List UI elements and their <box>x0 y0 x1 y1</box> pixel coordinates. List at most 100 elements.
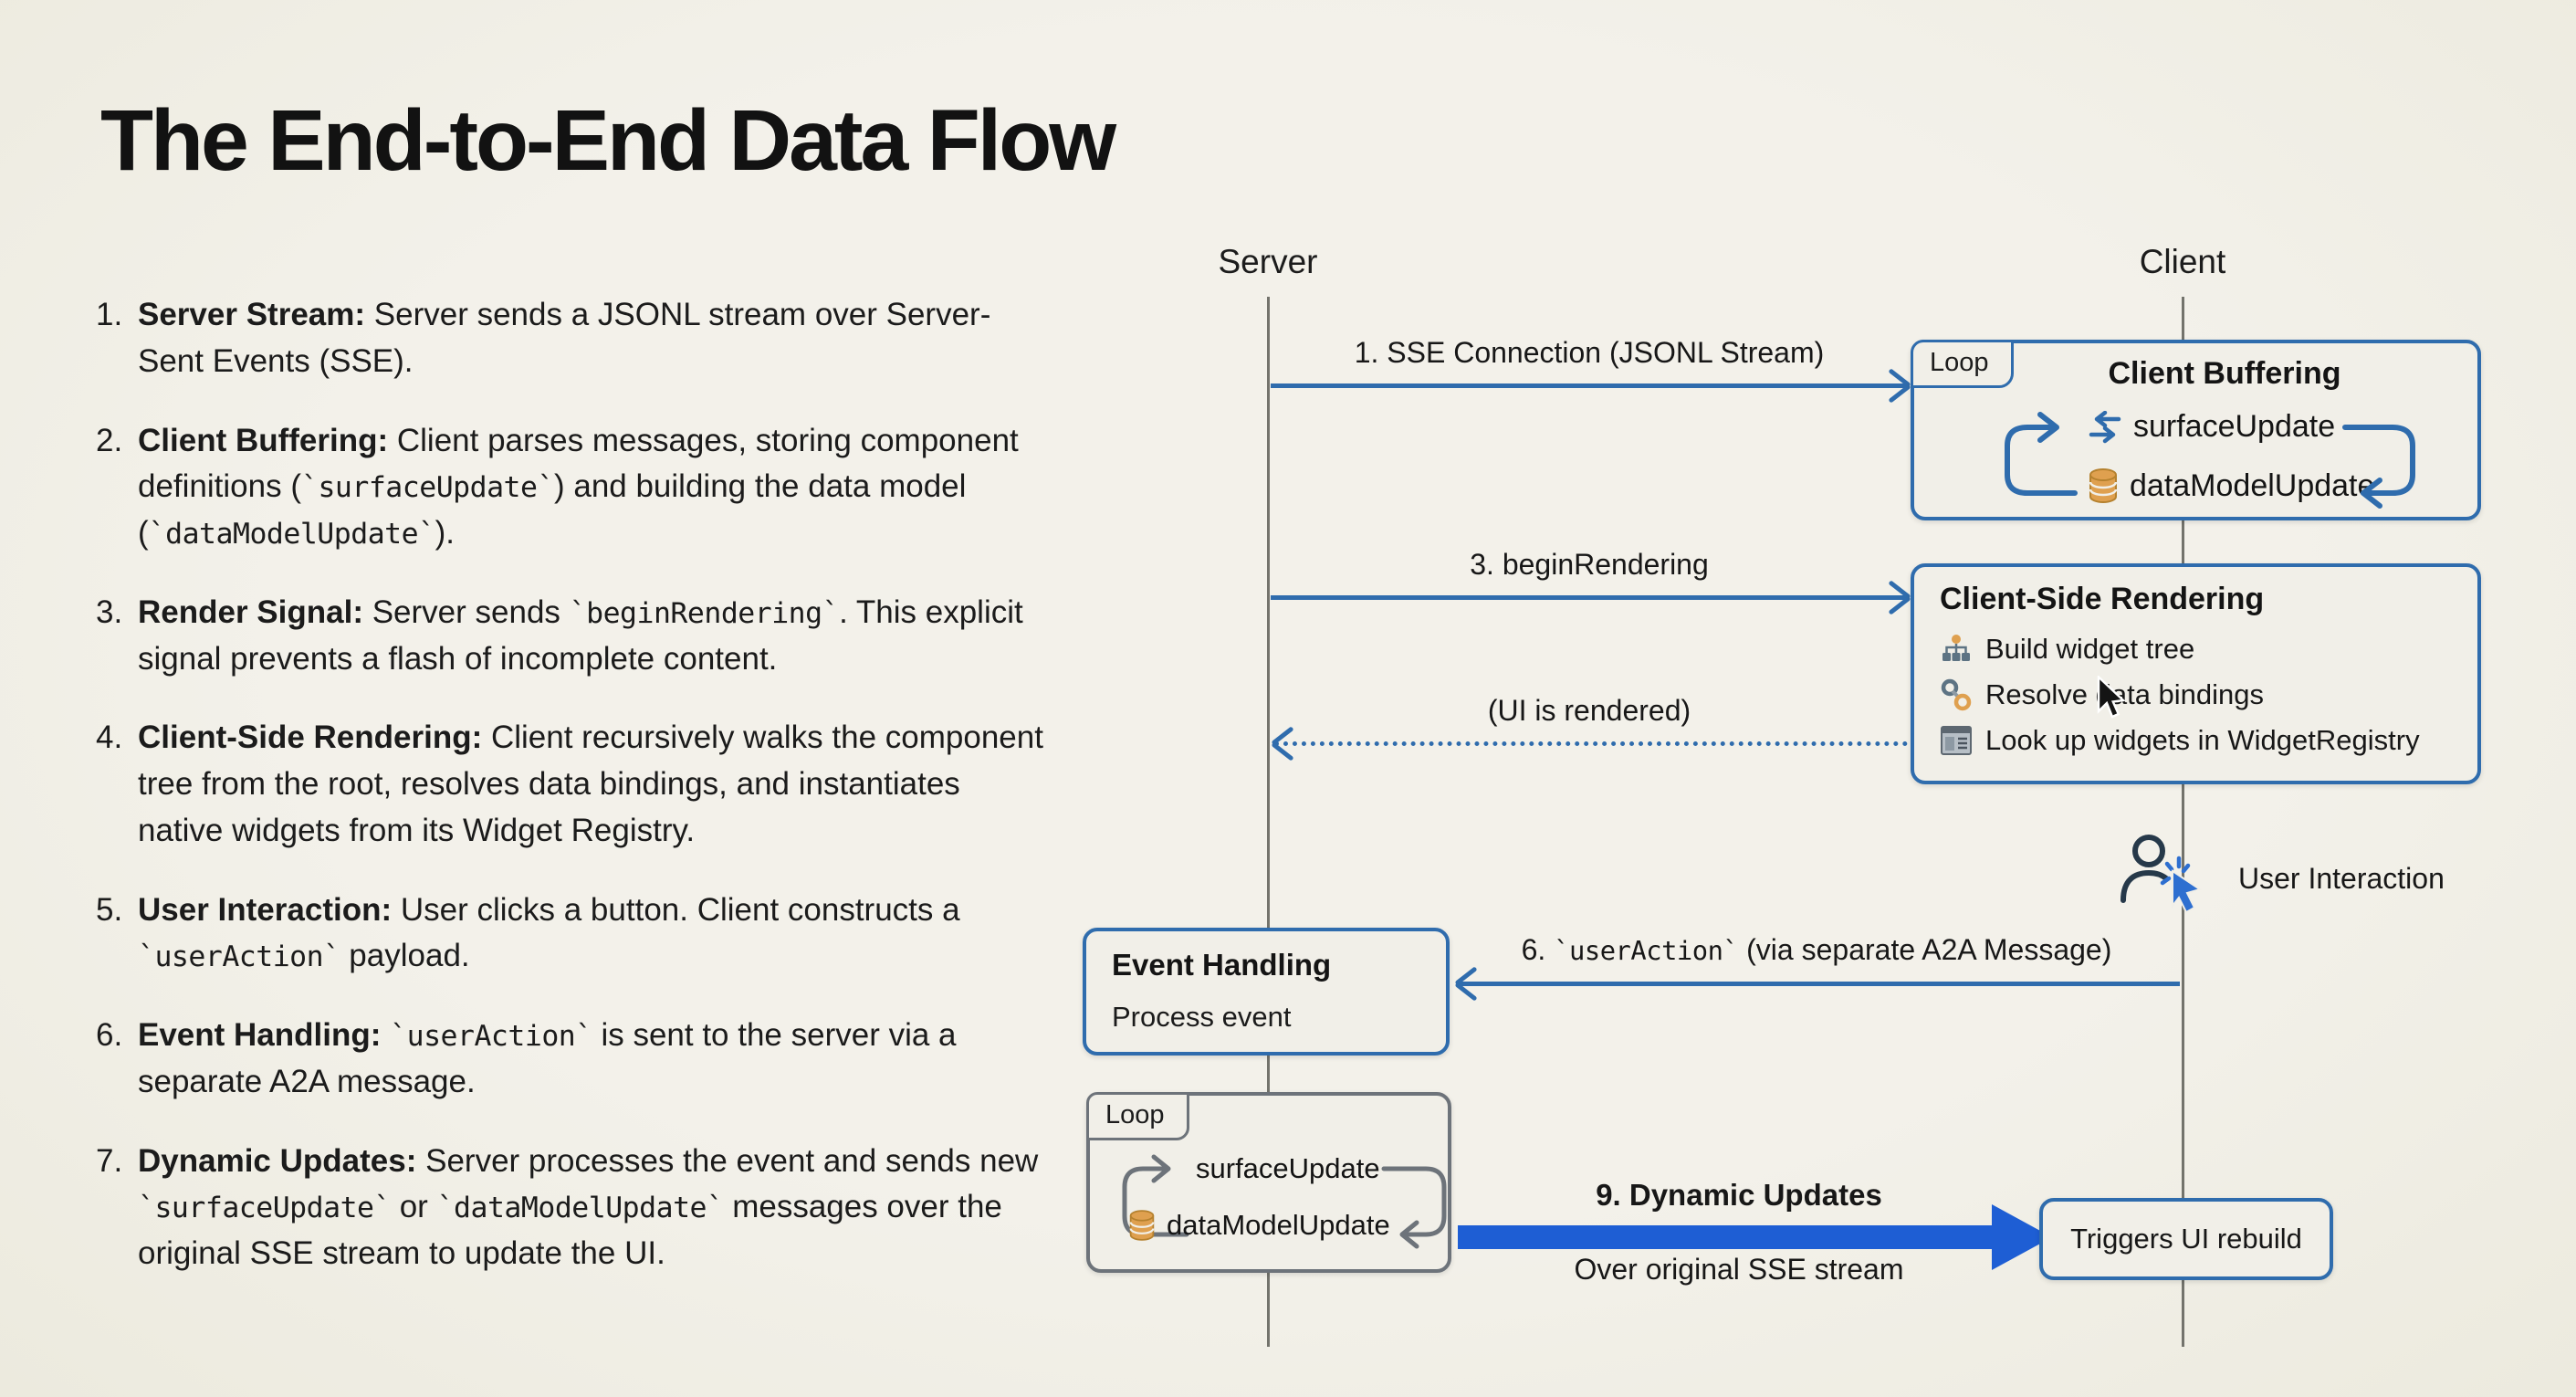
dynamic-updates-arrow <box>1458 1225 1995 1249</box>
loop-fragment-tab: Loop <box>1086 1092 1189 1140</box>
step-body: Client parses messages, storing componen… <box>138 422 1019 505</box>
step-number: 7. <box>96 1142 123 1179</box>
swap-arrows-icon <box>2089 410 2121 443</box>
user-interaction-label: User Interaction <box>2238 862 2445 895</box>
step-body: or <box>390 1189 437 1225</box>
mouse-cursor-icon <box>2097 676 2126 719</box>
step-heading: Event Handling: <box>138 1017 382 1053</box>
data-model-update-row: dataModelUpdate <box>1128 1209 1390 1242</box>
step-number: 5. <box>96 891 123 928</box>
client-buffering-box: Loop Client Buffering surfaceUpdate data… <box>1911 340 2481 520</box>
data-model-update-label: dataModelUpdate <box>2130 467 2375 503</box>
surface-update-label: surfaceUpdate <box>1196 1152 1380 1184</box>
code-span: `userAction` <box>1554 935 1739 966</box>
code-span: `dataModelUpdate` <box>148 518 435 551</box>
step-body: payload. <box>340 938 470 974</box>
step-body: Server sends a JSONL stream over Server-… <box>138 297 991 379</box>
arrowhead-icon <box>1888 368 1911 388</box>
arrowhead-icon <box>1454 982 1478 1002</box>
code-span: `userAction` <box>138 940 340 974</box>
build-widget-tree-item: Build widget tree <box>1940 633 2194 666</box>
list-item-render-signal: 3. Render Signal: Server sends `beginRen… <box>96 590 1050 683</box>
step-number: 2. <box>96 422 123 458</box>
ui-rendered-label: (UI is rendered) <box>1487 694 1691 727</box>
step-body: . This explicit signal prevents a flash … <box>138 593 1023 677</box>
step-body: Server sends <box>362 593 570 630</box>
step-text: Render Signal: Server sends `beginRender… <box>138 590 1050 683</box>
step-number: 1. <box>96 297 123 332</box>
list-item-client-side-rendering: 4. Client-Side Rendering: Client recursi… <box>96 715 1050 854</box>
step-list: 1. Server Stream: Server sends a JSONL s… <box>96 292 1050 1310</box>
surface-update-row: surfaceUpdate <box>2088 409 2335 445</box>
step-heading: Client Buffering: <box>138 422 389 458</box>
event-handling-box: Event Handling Process event <box>1083 928 1450 1056</box>
step-heading: Client-Side Rendering: <box>138 720 483 756</box>
step-text: Dynamic Updates: Server processes the ev… <box>138 1139 1050 1277</box>
server-lifeline-label: Server <box>1218 243 1318 280</box>
step-heading: Render Signal: <box>138 593 363 630</box>
user-action-label: 6. `userAction` (via separate A2A Messag… <box>1497 933 2136 967</box>
step-text: Event Handling: `userAction` is sent to … <box>138 1013 1050 1106</box>
loop-cycle-right-arrow-icon <box>1381 1166 1447 1249</box>
step-text: Client-Side Rendering: Client recursivel… <box>138 715 1050 854</box>
step-text: User Interaction: User clicks a button. … <box>138 888 1050 981</box>
loop-cycle-right-arrow-icon <box>2342 425 2415 509</box>
user-click-icon <box>2120 835 2203 914</box>
server-lifeline <box>1267 297 1270 1347</box>
step-heading: Server Stream: <box>138 297 366 332</box>
event-handling-subtitle: Process event <box>1112 1001 1292 1033</box>
code-span: `surfaceUpdate` <box>300 471 554 505</box>
step-text: Client Buffering: Client parses messages… <box>138 418 1050 557</box>
dynamic-updates-label: 9. Dynamic Updates <box>1596 1178 1882 1212</box>
triggers-ui-rebuild-box: Triggers UI rebuild <box>2039 1198 2333 1280</box>
step-number: 6. <box>96 1017 123 1053</box>
step-body <box>381 1017 390 1053</box>
widget-registry-item: Look up widgets in WidgetRegistry <box>1940 724 2420 757</box>
sse-connection-arrow <box>1271 368 1911 404</box>
step-body: ) and building the data model ( <box>138 468 967 551</box>
list-item-event-handling: 6. Event Handling: `userAction` is sent … <box>96 1013 1050 1106</box>
database-icon <box>1129 1210 1155 1241</box>
surface-update-row: surfaceUpdate <box>1196 1152 1380 1185</box>
widget-registry-icon <box>1941 726 1972 755</box>
step-body: Server processes the event and sends new <box>416 1142 1039 1179</box>
resolve-data-bindings-label: Resolve data bindings <box>1985 678 2265 710</box>
ui-rendered-return-arrow <box>1271 726 1908 762</box>
surface-update-label: surfaceUpdate <box>2133 409 2336 444</box>
arrowhead-icon <box>1271 741 1294 762</box>
list-item-dynamic-updates: 7. Dynamic Updates: Server processes the… <box>96 1139 1050 1277</box>
code-span: `surfaceUpdate` <box>138 1192 391 1225</box>
loop-fragment-tab: Loop <box>1911 340 2014 388</box>
code-span: `userAction` <box>390 1020 592 1053</box>
dynamic-updates-sublabel: Over original SSE stream <box>1574 1253 1904 1286</box>
data-model-update-label: dataModelUpdate <box>1167 1209 1390 1241</box>
client-lifeline <box>2182 297 2184 1347</box>
label-run: 6. <box>1521 933 1555 966</box>
label-run: (via separate A2A Message) <box>1738 933 2112 966</box>
step-number: 4. <box>96 720 123 756</box>
begin-rendering-arrow <box>1271 580 1911 615</box>
user-action-arrow <box>1454 966 2180 1002</box>
step-body: messages over the original SSE stream to… <box>138 1189 1002 1271</box>
step-number: 3. <box>96 593 123 630</box>
list-item-server-stream: 1. Server Stream: Server sends a JSONL s… <box>96 292 1050 385</box>
step-heading: Dynamic Updates: <box>138 1142 417 1179</box>
page-title: The End-to-End Data Flow <box>100 92 1116 189</box>
widget-registry-label: Look up widgets in WidgetRegistry <box>1985 724 2420 756</box>
begin-rendering-label: 3. beginRendering <box>1470 548 1709 581</box>
step-heading: User Interaction: <box>138 891 393 928</box>
arrowhead-icon <box>1888 580 1911 600</box>
client-side-rendering-box: Client-Side Rendering Build widget tree … <box>1911 563 2481 784</box>
step-body: User clicks a button. Client constructs … <box>392 891 960 928</box>
database-icon <box>2089 468 2118 504</box>
list-item-client-buffering: 2. Client Buffering: Client parses messa… <box>96 418 1050 557</box>
data-model-update-row: dataModelUpdate <box>2088 467 2374 504</box>
code-span: `dataModelUpdate` <box>436 1192 724 1225</box>
step-body: ). <box>435 515 455 551</box>
build-widget-tree-label: Build widget tree <box>1985 633 2195 665</box>
step-text: Server Stream: Server sends a JSONL stre… <box>138 292 1050 385</box>
sse-connection-label: 1. SSE Connection (JSONL Stream) <box>1354 336 1825 369</box>
list-item-user-interaction: 5. User Interaction: User clicks a butto… <box>96 888 1050 981</box>
client-side-rendering-title: Client-Side Rendering <box>1940 582 2265 616</box>
